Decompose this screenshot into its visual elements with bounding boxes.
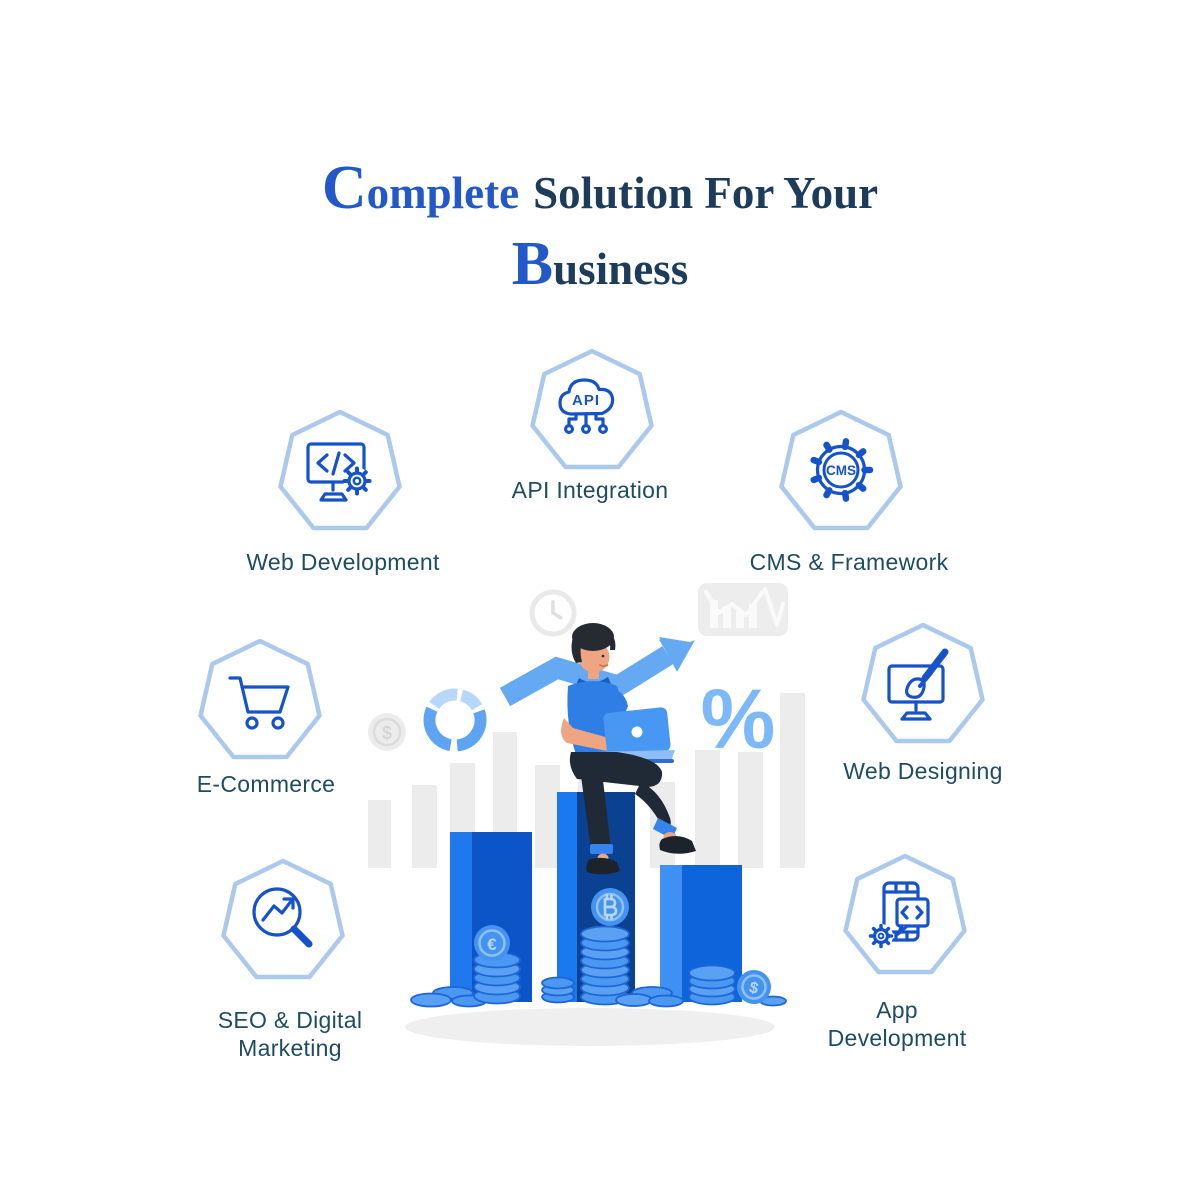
- service-label-web-development: Web Development: [246, 549, 440, 575]
- legs: [569, 752, 671, 850]
- api-icon-text: API: [572, 392, 600, 409]
- bitcoin-coin-icon: [591, 888, 629, 926]
- service-label-cms-framework: CMS & Framework: [749, 549, 949, 575]
- clock-icon: [529, 589, 577, 637]
- service-label-seo-digital-marketing: SEO & Digital Marketing: [217, 1007, 363, 1061]
- dollar-coin-icon: $: [737, 970, 771, 1004]
- dollar-symbol: $: [748, 979, 760, 997]
- person-with-laptop: [561, 623, 696, 875]
- title-line-2: Business: [511, 230, 689, 298]
- bitcoin-symbol: [603, 894, 618, 920]
- monitor-code-gear-icon: [278, 409, 402, 531]
- euro-symbol: €: [487, 935, 497, 954]
- shoe-left: [586, 857, 620, 875]
- business-growth-illustration: $ %: [368, 583, 805, 1046]
- service-label-web-designing: Web Designing: [843, 758, 1003, 784]
- gray-dollar-symbol: $: [382, 723, 392, 743]
- magnifier-growth-icon: [221, 858, 345, 980]
- donut-chart-icon: [423, 688, 487, 752]
- line-chart-card-icon: [698, 583, 788, 636]
- shoe-right: [659, 835, 696, 854]
- hair: [571, 623, 616, 663]
- euro-coin-icon: €: [474, 925, 510, 961]
- title-initial-c: C: [321, 154, 367, 222]
- growth-arrow: [499, 637, 695, 707]
- title-initial-b: B: [511, 230, 554, 298]
- cloud-api-icon: API: [530, 348, 654, 470]
- phone-code-gear-icon: [843, 853, 967, 975]
- cms-icon-text: CMS: [826, 463, 856, 478]
- shopping-cart-icon: [198, 638, 322, 760]
- service-label-e-commerce: E-Commerce: [196, 771, 336, 797]
- service-label-app-development: App Development: [827, 997, 967, 1051]
- monitor-paintbrush-icon: [861, 622, 985, 744]
- gear-cms-icon: CMS: [779, 409, 903, 531]
- gray-dollar-coin-icon: $: [368, 713, 406, 751]
- ground-shadow: [405, 1008, 775, 1046]
- service-label-api-integration: API Integration: [511, 477, 669, 503]
- percent-symbol: %: [701, 672, 776, 766]
